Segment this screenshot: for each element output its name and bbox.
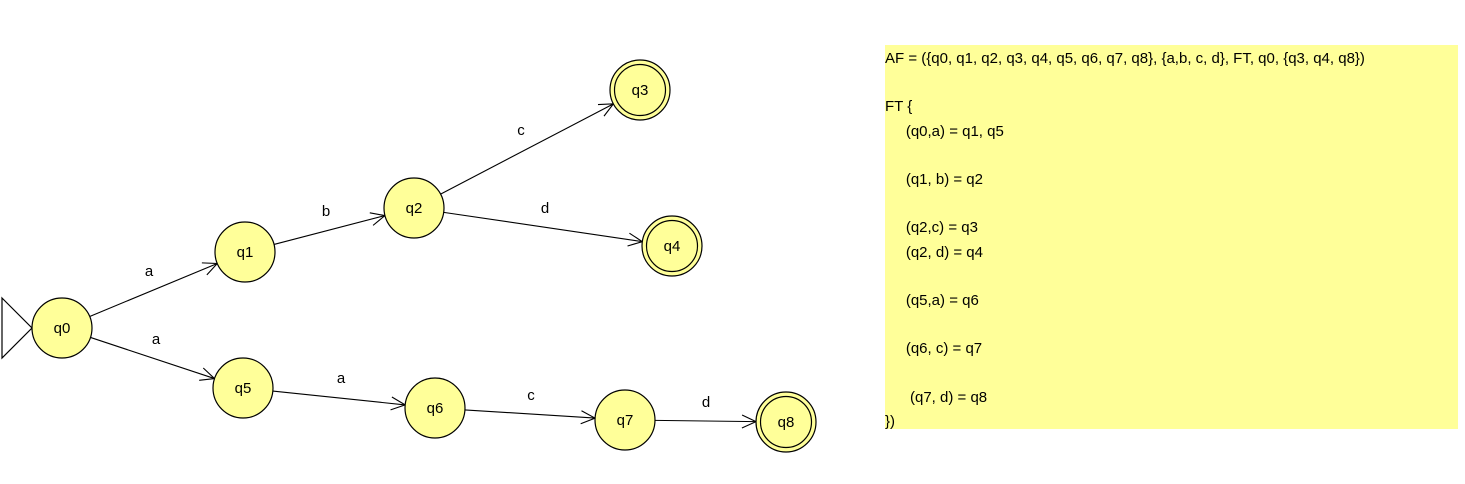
states-layer: q0 q1 q2 q3 q4 q5 q6 q7 q8 [1, 59, 817, 453]
transitions-layer: a a b c d a c d [89, 103, 758, 429]
transition-q6-q7[interactable]: c [464, 387, 597, 425]
transition-label: c [517, 122, 525, 139]
transition-line[interactable] [654, 419, 757, 423]
transition-q5-q6[interactable]: a [272, 370, 407, 411]
state-q4[interactable]: q4 [641, 215, 703, 277]
note-line: (q5,a) = q6 [885, 291, 979, 309]
state-circle[interactable] [641, 215, 703, 277]
state-circle[interactable] [404, 377, 466, 439]
transition-label: a [337, 370, 346, 387]
state-label: q5 [235, 380, 252, 397]
transition-q0-q5[interactable]: a [90, 331, 216, 381]
note-line: (q7, d) = q8 [885, 388, 988, 406]
state-circle[interactable] [755, 391, 817, 453]
state-label: q2 [406, 200, 423, 217]
note-line [885, 313, 1458, 337]
state-circle[interactable] [31, 297, 93, 359]
automaton-definition-note: AF = ({q0, q1, q2, q3, q4, q5, q6, q7, q… [885, 45, 1458, 429]
transition-line[interactable] [90, 336, 215, 380]
transition-q2-q4[interactable]: d [443, 200, 644, 247]
state-circle[interactable] [212, 357, 274, 419]
note-line: (q2,c) = q3 [885, 219, 978, 237]
transition-q0-q1[interactable]: a [89, 262, 219, 318]
state-label: q4 [664, 238, 681, 255]
state-q0[interactable]: q0 [1, 296, 93, 360]
transition-line[interactable] [464, 409, 596, 419]
state-q5[interactable]: q5 [212, 357, 274, 419]
transition-line[interactable] [273, 215, 386, 245]
note-line: (q0,a) = q1, q5 [885, 122, 1004, 140]
final-state-ring [645, 219, 699, 273]
state-label: q8 [778, 414, 795, 431]
final-state-ring [613, 63, 667, 117]
state-circle[interactable] [214, 221, 276, 283]
note-line [885, 361, 1458, 385]
state-q6[interactable]: q6 [404, 377, 466, 439]
note-line: (q1, b) = q2 [885, 170, 983, 188]
final-state-ring [759, 395, 813, 449]
transition-label: c [527, 387, 535, 404]
state-q3[interactable]: q3 [609, 59, 671, 121]
transition-q7-q8[interactable]: d [654, 394, 758, 429]
transition-label: a [145, 263, 154, 280]
transition-label: a [152, 331, 161, 348]
transition-line[interactable] [272, 390, 406, 406]
note-line: AF = ({q0, q1, q2, q3, q4, q5, q6, q7, q… [885, 50, 1365, 67]
transition-line[interactable] [443, 211, 643, 243]
transition-label: d [541, 200, 549, 217]
state-label: q6 [427, 400, 444, 417]
state-label: q7 [617, 412, 634, 429]
state-q7[interactable]: q7 [594, 389, 656, 451]
arrow-head [597, 103, 615, 117]
note-line: (q2, d) = q4 [885, 243, 983, 261]
note-line [885, 192, 1458, 216]
note-line [885, 265, 1458, 289]
note-line: (q6, c) = q7 [885, 340, 983, 358]
state-label: q0 [54, 320, 71, 337]
note-line [885, 144, 1458, 168]
transition-q2-q3[interactable]: c [440, 103, 615, 195]
note-line: FT { [885, 98, 913, 116]
state-circle[interactable] [383, 177, 445, 239]
state-label: q1 [237, 244, 254, 261]
transition-label: d [702, 394, 710, 411]
note-line: }) [885, 412, 896, 429]
state-circle[interactable] [609, 59, 671, 121]
state-q1[interactable]: q1 [214, 221, 276, 283]
transition-line[interactable] [440, 103, 614, 195]
transition-label: b [322, 203, 330, 220]
state-label: q3 [632, 82, 649, 99]
note-line [885, 71, 1458, 95]
state-q2[interactable]: q2 [383, 177, 445, 239]
initial-state-marker [1, 296, 33, 360]
transition-q1-q2[interactable]: b [273, 203, 387, 245]
state-circle[interactable] [594, 389, 656, 451]
state-q8[interactable]: q8 [755, 391, 817, 453]
transition-line[interactable] [89, 262, 218, 318]
